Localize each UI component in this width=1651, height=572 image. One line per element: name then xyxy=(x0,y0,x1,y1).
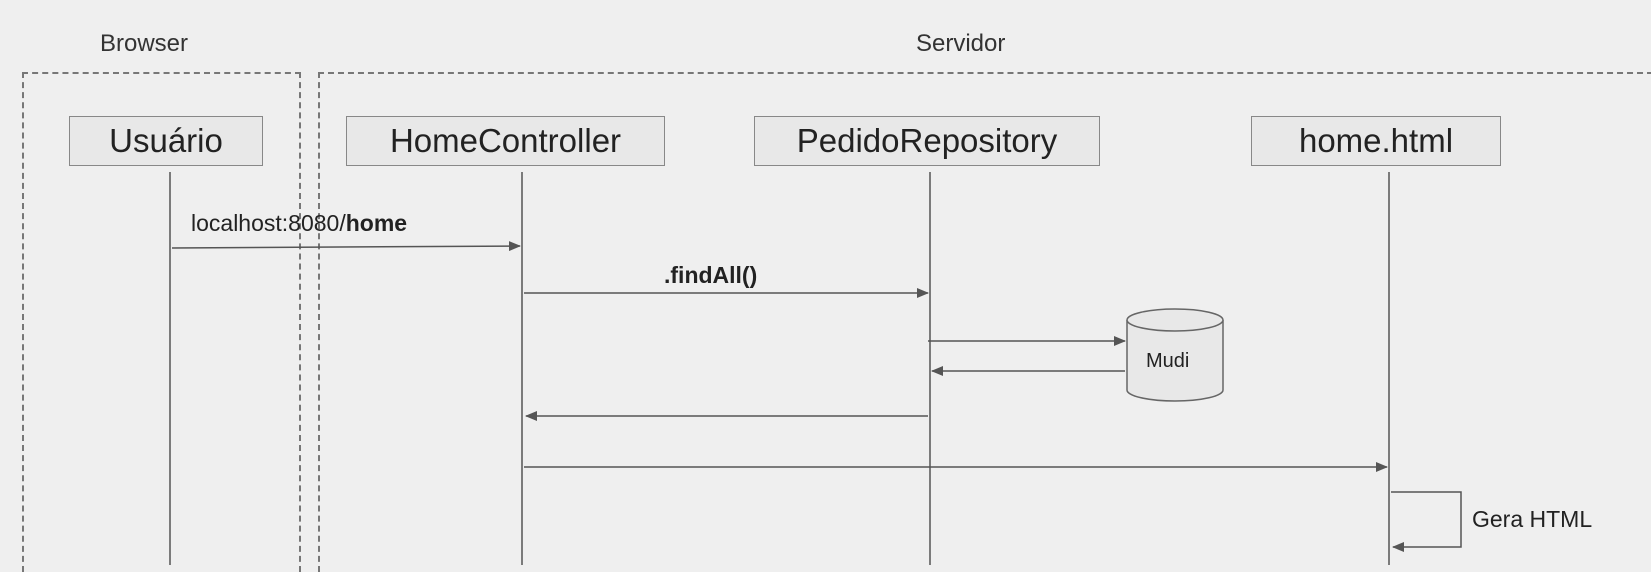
gera-html-label: Gera HTML xyxy=(1472,506,1593,532)
request-url-label: localhost:8080/home xyxy=(191,210,407,237)
gera-html-self-arrow xyxy=(1391,491,1462,552)
usuario-actor: Usuário xyxy=(69,116,263,166)
browser-region xyxy=(22,72,301,572)
request-home-arrow xyxy=(171,241,521,252)
pedido-repository-actor: PedidoRepository xyxy=(754,116,1100,166)
home-controller-actor: HomeController xyxy=(346,116,665,166)
database-label: Mudi xyxy=(1146,350,1190,372)
server-region xyxy=(318,72,1651,572)
browser-region-label: Browser xyxy=(100,30,189,57)
database-cylinder xyxy=(1126,308,1224,402)
request-path: home xyxy=(345,210,408,236)
request-host: localhost:8080/ xyxy=(191,210,346,236)
server-region-label: Servidor xyxy=(916,30,1006,57)
find-all-label: .findAll() xyxy=(664,262,758,288)
home-html-actor: home.html xyxy=(1251,116,1501,166)
